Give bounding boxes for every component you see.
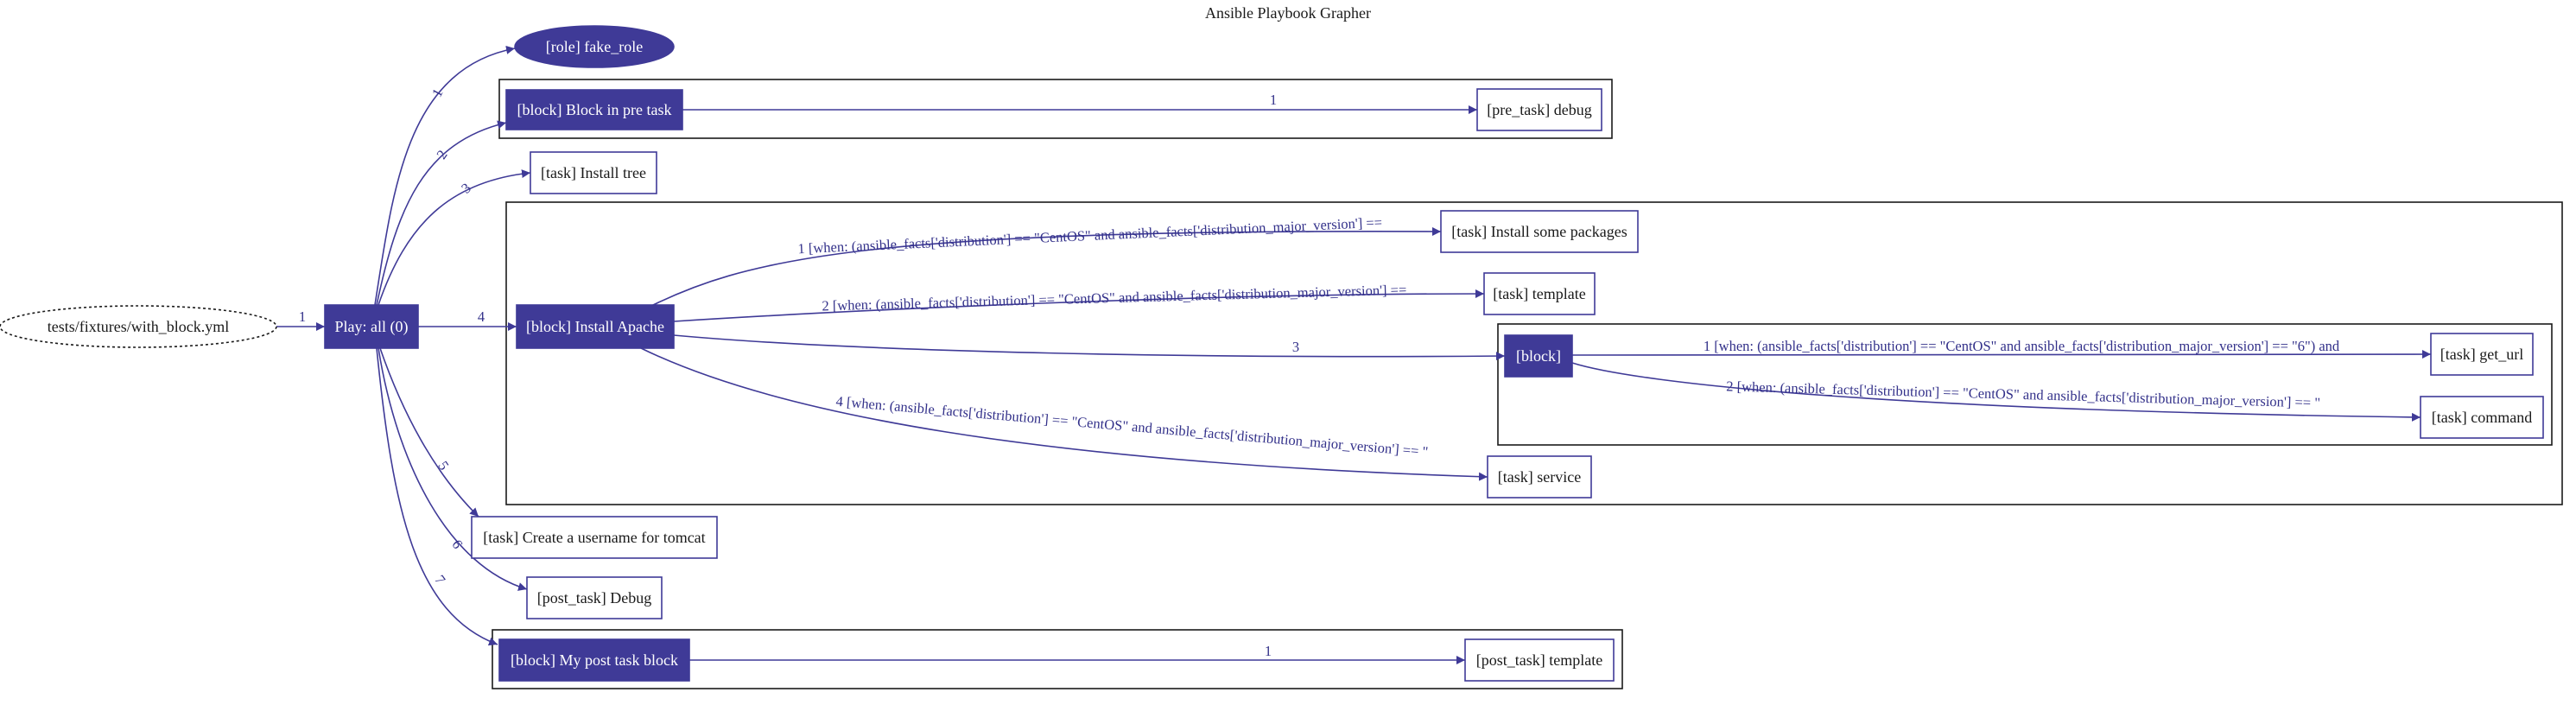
node-role-label: [role] fake_role bbox=[546, 38, 643, 55]
node-post-debug[interactable]: [post_task] Debug bbox=[526, 576, 663, 619]
node-block-apache-label: [block] Install Apache bbox=[526, 318, 664, 335]
edge-label-play-block-post: 7 bbox=[431, 572, 448, 588]
node-post-template-label: [post_task] template bbox=[1476, 651, 1602, 669]
edge-label-inner-command: 2 [when: (ansible_facts['distribution'] … bbox=[1726, 378, 2320, 410]
edge-play-install-tree bbox=[378, 169, 531, 306]
edge-label-apache-pkgs: 1 [when: (ansible_facts['distribution'] … bbox=[797, 214, 1382, 257]
edge-label-pre-block-debug: 1 bbox=[1270, 92, 1277, 108]
node-block-pre-label: [block] Block in pre task bbox=[517, 101, 672, 118]
cluster-pre-task-block bbox=[498, 79, 1613, 139]
edge-apache-pkgs bbox=[644, 226, 1442, 310]
node-get-url-label: [task] get_url bbox=[2440, 346, 2523, 363]
edge-label-play-block-pre: 2 bbox=[433, 147, 450, 162]
node-tomcat-label: [task] Create a username for tomcat bbox=[483, 529, 705, 546]
edge-apache-inner bbox=[673, 334, 1506, 361]
node-task-template-label: [task] template bbox=[1493, 285, 1585, 302]
node-playbook[interactable]: tests/fixtures/with_block.yml bbox=[0, 305, 277, 348]
node-block-apache[interactable]: [block] Install Apache bbox=[516, 304, 675, 349]
node-install-tree-label: [task] Install tree bbox=[541, 164, 646, 181]
node-install-tree[interactable]: [task] Install tree bbox=[530, 151, 657, 194]
edge-label-apache-inner: 3 bbox=[1292, 339, 1299, 355]
node-play[interactable]: Play: all (0) bbox=[324, 304, 419, 349]
node-tomcat[interactable]: [task] Create a username for tomcat bbox=[471, 516, 718, 559]
edge-inner-get-url bbox=[1571, 350, 2432, 359]
node-inner-block-label: [block] bbox=[1516, 347, 1561, 365]
graph-title: Ansible Playbook Grapher bbox=[1205, 4, 1371, 22]
edge-label-play-block-apache: 4 bbox=[478, 308, 485, 325]
edges bbox=[276, 45, 2432, 664]
edge-apache-service bbox=[640, 347, 1488, 481]
node-task-template[interactable]: [task] template bbox=[1483, 272, 1596, 315]
node-service-label: [task] service bbox=[1498, 468, 1581, 486]
edge-apache-template bbox=[673, 289, 1485, 322]
node-post-template[interactable]: [post_task] template bbox=[1464, 638, 1615, 682]
node-install-pkgs-label: [task] Install some packages bbox=[1451, 223, 1627, 240]
node-pre-debug[interactable]: [pre_task] debug bbox=[1476, 88, 1602, 131]
edge-play-block-pre bbox=[376, 120, 507, 306]
node-playbook-label: tests/fixtures/with_block.yml bbox=[48, 318, 229, 335]
node-service[interactable]: [task] service bbox=[1487, 455, 1592, 499]
node-get-url[interactable]: [task] get_url bbox=[2430, 333, 2534, 376]
node-command[interactable]: [task] command bbox=[2420, 396, 2544, 439]
edge-play-post-debug bbox=[378, 347, 528, 591]
node-block-post-label: [block] My post task block bbox=[511, 651, 678, 669]
cluster-post-task-block bbox=[492, 629, 1623, 689]
node-block-pre[interactable]: [block] Block in pre task bbox=[505, 89, 683, 130]
cluster-inner-block bbox=[1497, 323, 2553, 446]
edge-label-playbook-play: 1 bbox=[299, 308, 306, 325]
edge-play-block-post bbox=[376, 347, 498, 646]
node-install-pkgs[interactable]: [task] Install some packages bbox=[1440, 210, 1639, 253]
cluster-install-apache bbox=[505, 201, 2563, 505]
node-play-label: Play: all (0) bbox=[335, 318, 409, 336]
node-block-post[interactable]: [block] My post task block bbox=[498, 638, 690, 682]
edge-label-inner-get-url: 1 [when: (ansible_facts['distribution'] … bbox=[1704, 338, 2340, 354]
node-inner-block[interactable]: [block] bbox=[1504, 334, 1573, 378]
edge-inner-command bbox=[1571, 362, 2421, 422]
node-role[interactable]: [role] fake_role bbox=[514, 25, 675, 68]
node-post-debug-label: [post_task] Debug bbox=[537, 589, 651, 607]
edge-label-play-tomcat: 5 bbox=[435, 458, 452, 473]
edge-label-apache-service: 4 [when: (ansible_facts['distribution'] … bbox=[835, 393, 1429, 460]
edge-label-post-block-template: 1 bbox=[1265, 643, 1272, 659]
node-pre-debug-label: [pre_task] debug bbox=[1487, 101, 1591, 118]
edge-play-tomcat bbox=[379, 347, 479, 518]
node-command-label: [task] command bbox=[2432, 409, 2532, 426]
edge-play-role bbox=[374, 45, 516, 306]
edge-label-apache-template: 2 [when: (ansible_facts['distribution'] … bbox=[822, 282, 1406, 314]
